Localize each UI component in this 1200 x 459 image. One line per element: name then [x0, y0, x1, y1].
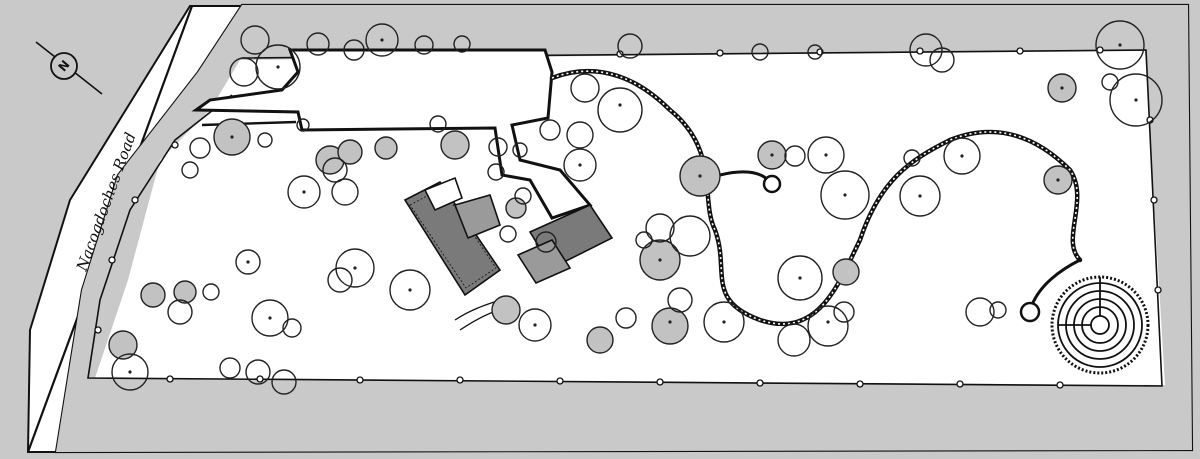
- house: [403, 176, 502, 297]
- perimeter-band: [56, 5, 1192, 452]
- open-trees: [111, 20, 1163, 395]
- north-arrow-circle: [50, 52, 78, 80]
- fence-line: [87, 49, 1163, 387]
- path-spur-labyrinth: [1030, 258, 1081, 306]
- labyrinth: [1050, 275, 1150, 375]
- path-spur-end: [762, 174, 782, 194]
- garage: [516, 203, 614, 285]
- driveway: [191, 48, 593, 220]
- tree-center-dots: [128, 38, 1138, 374]
- north-arrow: N: [35, 41, 103, 95]
- winding-garden-path-inner: [551, 70, 1081, 325]
- labyrinth-entry-circle: [1019, 301, 1041, 323]
- shaded-trees: [108, 73, 1077, 360]
- trees: [108, 20, 1163, 395]
- driveway-inner-edge: [201, 120, 297, 127]
